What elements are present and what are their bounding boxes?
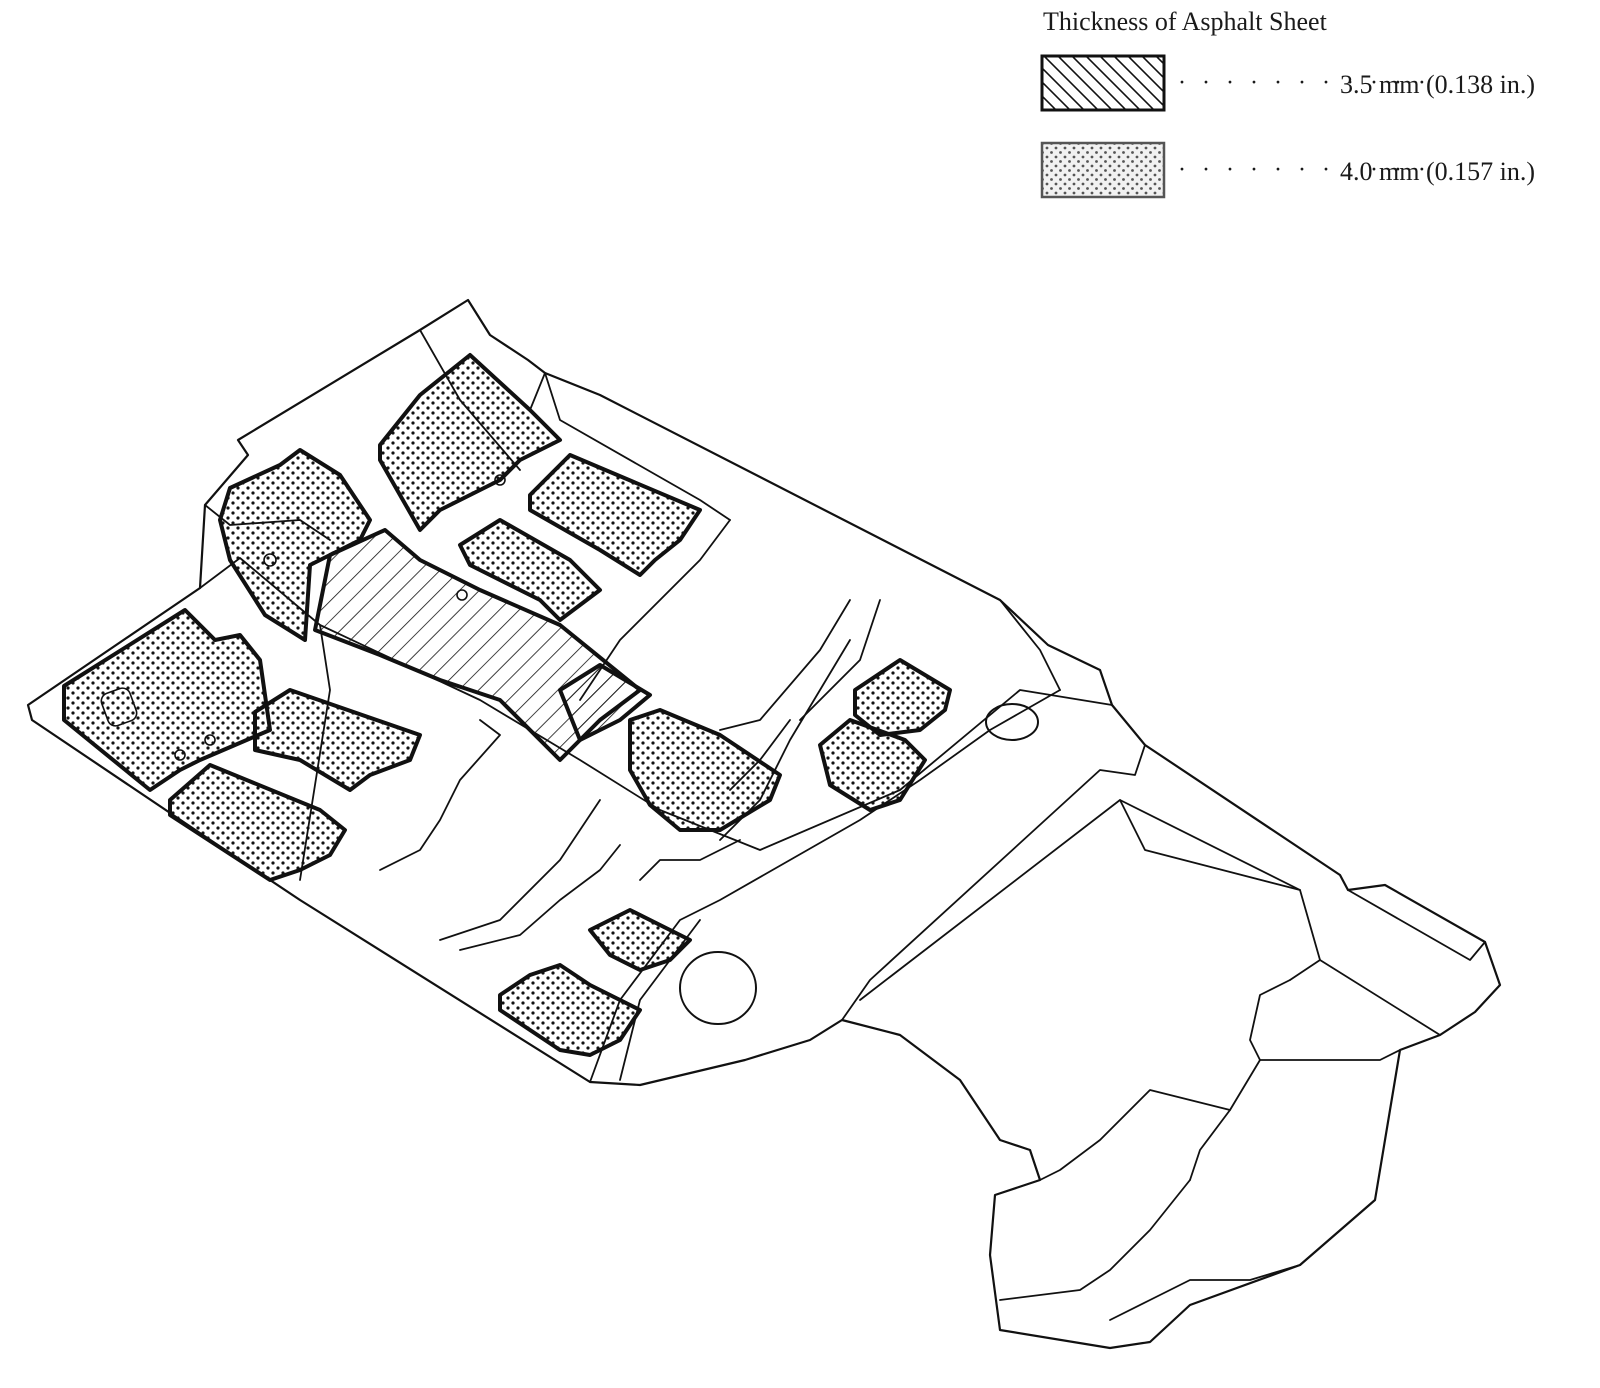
dot-sheet-upper-right-a — [528, 453, 702, 577]
legend-leader-dots: · · · · · · · · · · · — [1178, 70, 1431, 96]
legend-item-dots: · · · · · · · · · · · 4.0 mm (0.157 in.) — [1040, 141, 1580, 199]
legend-label-dots: 4.0 mm (0.157 in.) — [1340, 157, 1535, 186]
dot-sheet-upper-center — [378, 353, 562, 532]
dot-sheets — [62, 353, 952, 1057]
dot-sheet-left-mid — [253, 688, 422, 792]
hatch-sheets — [313, 528, 652, 762]
legend-item-hatch: · · · · · · · · · · · 3.5 mm (0.138 in.) — [1040, 54, 1580, 112]
dot-swatch-icon — [1040, 141, 1166, 199]
dot-sheet-right-a — [853, 658, 952, 737]
access-holes — [679, 703, 1039, 1025]
legend-title: Thickness of Asphalt Sheet — [1043, 7, 1327, 36]
hatch-swatch-icon — [1040, 54, 1166, 112]
hatch-sheet-tunnel-step — [558, 663, 652, 742]
dot-sheet-bottom-b — [498, 963, 642, 1057]
dot-sheet-left-rear — [62, 608, 272, 792]
fastener-holes — [100, 474, 506, 761]
legend-label-hatch: 3.5 mm (0.138 in.) — [1340, 70, 1535, 99]
dot-sheet-bottom-a — [588, 908, 692, 972]
legend-leader-dots: · · · · · · · · · · · — [1178, 157, 1431, 183]
dot-sheet-center — [628, 708, 782, 832]
dot-sheet-right-b — [818, 718, 927, 812]
dot-sheet-left-front — [168, 763, 347, 882]
floor-pan-outline — [26, 298, 1502, 1350]
dot-sheet-upper-right-b — [458, 518, 602, 622]
